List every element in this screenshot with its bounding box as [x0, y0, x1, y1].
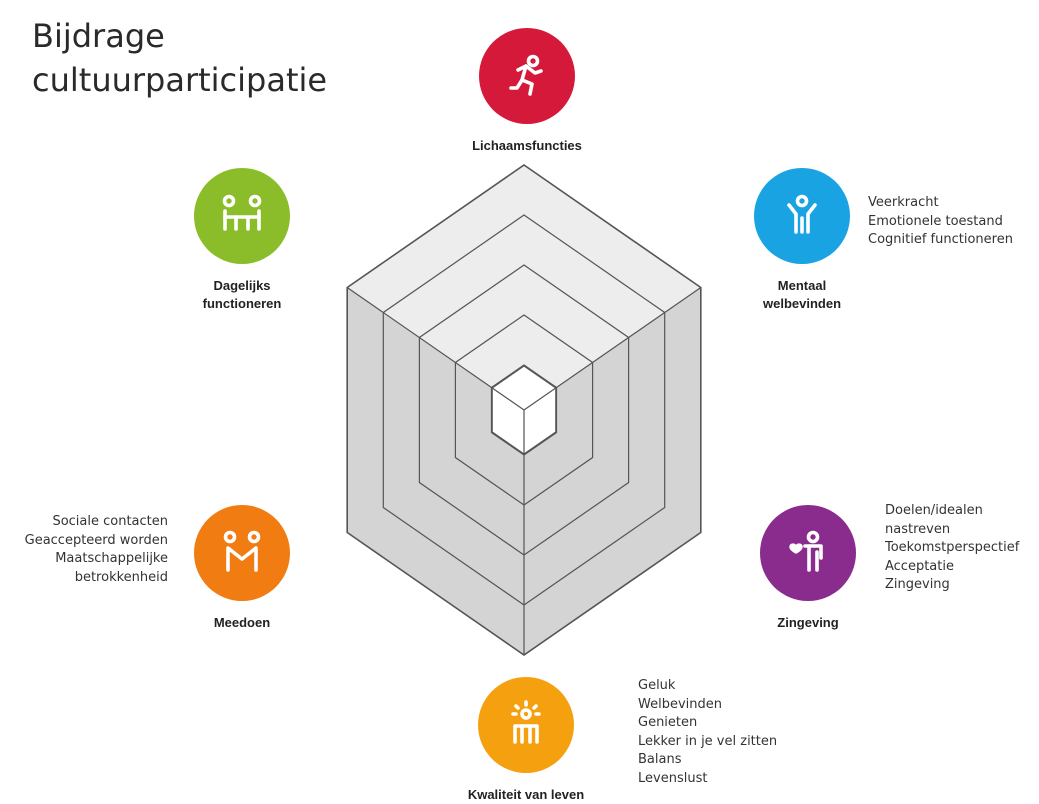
notes-zingeving: Doelen/idealen nastreven Toekomstperspec…: [885, 502, 1019, 595]
domain-circle: [754, 168, 850, 264]
note-item: nastreven: [885, 521, 951, 537]
note-item: Sociale contacten: [52, 514, 168, 529]
domain-label: Dagelijks functioneren: [202, 278, 282, 311]
hexagon-face-left: [347, 287, 524, 655]
radiant-person-icon: [511, 700, 541, 744]
domain-label: Kwaliteit van leven: [467, 787, 585, 802]
note-item: Levenslust: [638, 770, 708, 786]
domain-dagelijks-functioneren: Dagelijks functioneren: [132, 168, 352, 313]
running-person-icon: [509, 54, 543, 96]
notes-kwaliteit-van-leven: Geluk Welbevinden Genieten Lekker in je …: [638, 677, 777, 788]
person-arms-raised-icon: [787, 194, 817, 234]
notes-mentaal-welbevinden: Veerkracht Emotionele toestand Cognitief…: [868, 194, 1013, 250]
note-item: Emotionele toestand: [868, 213, 1003, 229]
two-people-at-table-icon: [222, 194, 262, 231]
domain-label: Zingeving: [777, 615, 839, 630]
domain-lichaamsfuncties: Lichaamsfuncties: [417, 28, 637, 155]
title-line-2: cultuurparticipatie: [32, 61, 328, 99]
hexagon-spoke: [346, 287, 525, 411]
note-item: Lekker in je vel zitten: [638, 733, 778, 749]
note-item: Welbevinden: [638, 696, 722, 712]
two-people-linked-icon: [223, 530, 261, 572]
domain-meedoen: Meedoen: [132, 505, 352, 632]
domain-mentaal-welbevinden: Mentaal welbevinden: [692, 168, 912, 313]
note-item: Geluk: [638, 678, 676, 693]
note-item: Cognitief functioneren: [868, 232, 1013, 247]
note-item: Balans: [638, 752, 682, 767]
domain-circle: [479, 28, 575, 124]
note-item: betrokkenheid: [74, 569, 168, 585]
page-title: Bijdrage cultuurparticipatie: [32, 14, 327, 102]
notes-meedoen: Sociale contacten Geaccepteerd worden Ma…: [25, 513, 168, 587]
note-item: Geaccepteerd worden: [24, 532, 168, 548]
note-item: Doelen/idealen: [885, 503, 983, 518]
domain-zingeving: Zingeving: [698, 505, 918, 632]
domain-circle: [478, 677, 574, 773]
title-line-1: Bijdrage: [32, 17, 165, 55]
domain-label: Lichaamsfuncties: [472, 138, 582, 153]
note-item: Veerkracht: [868, 195, 939, 210]
note-item: Maatschappelijke: [55, 551, 168, 566]
hexagon-spoke: [523, 287, 702, 411]
note-item: Genieten: [638, 715, 698, 730]
domain-circle: [760, 505, 856, 601]
person-with-heart-icon: [789, 530, 823, 572]
note-item: Acceptatie: [885, 558, 954, 574]
hexagon-face-right: [524, 287, 701, 655]
note-item: Zingeving: [885, 577, 950, 592]
domain-kwaliteit-van-leven: Kwaliteit van leven: [416, 677, 636, 804]
domain-circle: [194, 168, 290, 264]
domain-label: Mentaal welbevinden: [762, 278, 842, 311]
domain-label: Meedoen: [213, 615, 271, 630]
domain-circle: [194, 505, 290, 601]
note-item: Toekomstperspectief: [885, 540, 1020, 555]
